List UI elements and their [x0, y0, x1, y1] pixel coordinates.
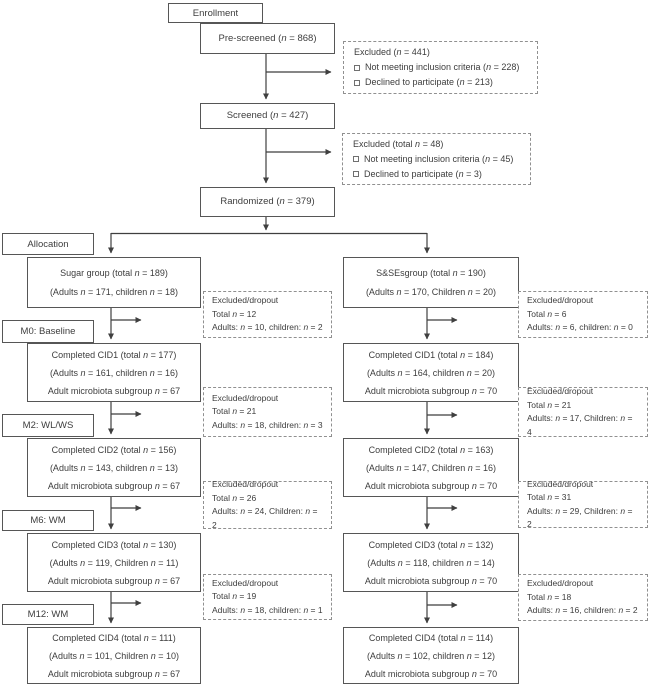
prescreened-box: Pre-screened (n = 868)	[200, 23, 335, 54]
checkbox-icon	[353, 171, 359, 177]
checkbox-icon	[353, 156, 359, 162]
excluded-item: Not meeting inclusion criteria (n = 228)	[354, 60, 527, 75]
phase-allocation: Allocation	[2, 233, 94, 255]
excluded-title: Excluded (total n = 48)	[353, 138, 444, 149]
dropout-left-3: Excluded/dropout Total n = 26 Adults: n …	[203, 479, 332, 530]
completed-cid1-left-box: Completed CID1 (total n = 177) (Adults n…	[27, 343, 201, 402]
excluded-box-1: Excluded (n = 441) Not meeting inclusion…	[343, 41, 538, 94]
dropout-left-2: Excluded/dropout Total n = 21 Adults: n …	[203, 387, 332, 437]
phase-m6-wm: M6: WM	[2, 510, 94, 531]
completed-cid2-left-box: Completed CID2 (total n = 156) (Adults n…	[27, 438, 201, 497]
completed-cid4-left-box: Completed CID4 (total n = 111) (Adults n…	[27, 627, 201, 684]
completed-cid3-left-box: Completed CID3 (total n = 130) (Adults n…	[27, 533, 201, 592]
excluded-title: Excluded (n = 441)	[354, 47, 430, 57]
excluded-item: Declined to participate (n = 213)	[354, 75, 527, 90]
completed-cid4-right-box: Completed CID4 (total n = 114) (Adults n…	[343, 627, 519, 684]
completed-cid2-right-box: Completed CID2 (total n = 163) (Adults n…	[343, 438, 519, 497]
sugar-group-box: Sugar group (total n = 189) (Adults n = …	[27, 257, 201, 308]
screened-box: Screened (n = 427)	[200, 103, 335, 129]
excluded-box-2: Excluded (total n = 48) Not meeting incl…	[342, 133, 531, 185]
excluded-item: Not meeting inclusion criteria (n = 45)	[353, 152, 520, 167]
dropout-right-4: Excluded/dropout Total n = 18 Adults: n …	[518, 574, 648, 621]
phase-m12-wm: M12: WM	[2, 604, 94, 625]
completed-cid3-right-box: Completed CID3 (total n = 132) (Adults n…	[343, 533, 519, 592]
excluded-item: Declined to participate (n = 3)	[353, 167, 520, 182]
dropout-right-2: Excluded/dropout Total n = 21 Adults: n …	[518, 386, 648, 437]
phase-m0-baseline: M0: Baseline	[2, 320, 94, 343]
dropout-right-3: Excluded/dropout Total n = 31 Adults: n …	[518, 479, 648, 529]
phase-enrollment: Enrollment	[168, 3, 263, 23]
dropout-left-1: Excluded/dropout Total n = 12 Adults: n …	[203, 291, 332, 338]
phase-m2-wlws: M2: WL/WS	[2, 414, 94, 437]
completed-cid1-right-box: Completed CID1 (total n = 184) (Adults n…	[343, 343, 519, 402]
checkbox-icon	[354, 79, 360, 86]
sses-group-box: S&SEsgroup (total n = 190) (Adults n = 1…	[343, 257, 519, 308]
dropout-left-4: Excluded/dropout Total n = 19 Adults: n …	[203, 574, 332, 620]
dropout-right-1: Excluded/dropout Total n = 6 Adults: n =…	[518, 291, 648, 338]
checkbox-icon	[354, 64, 360, 71]
randomized-box: Randomized (n = 379)	[200, 187, 335, 217]
